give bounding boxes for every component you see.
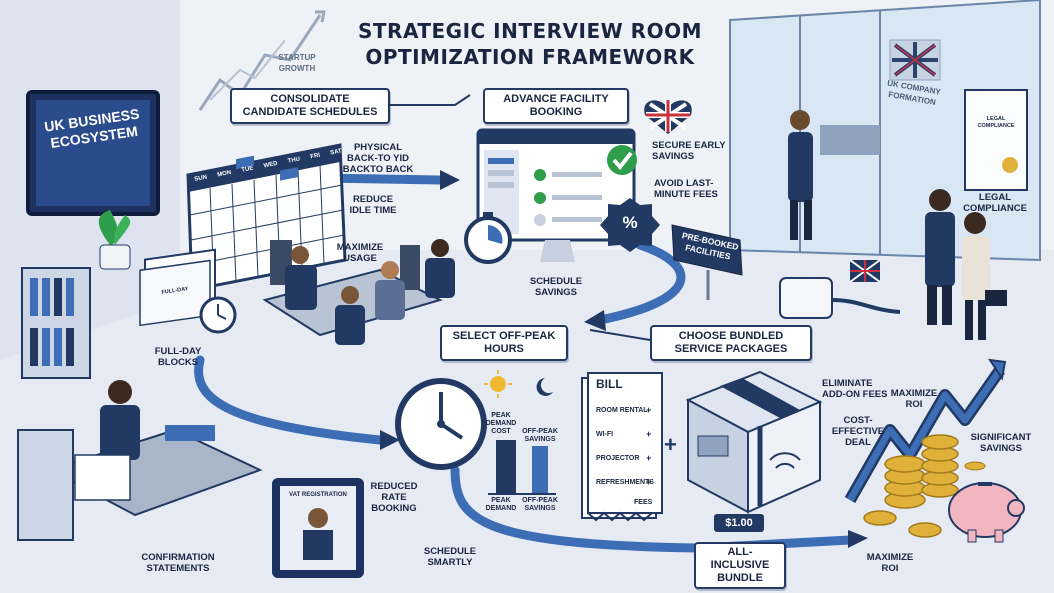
avoid-fees-label: AVOID LAST-MINUTE FEES xyxy=(654,178,718,200)
bill-item: PROJECTOR xyxy=(596,455,640,462)
booking-screen-icon xyxy=(476,128,636,262)
significant-savings-label: SIGNIFICANT SAVINGS xyxy=(970,432,1032,454)
step-bundled-packages: CHOOSE BUNDLED SERVICE PACKAGES xyxy=(650,325,812,361)
bill-footer: FEES xyxy=(634,499,653,506)
step-advance-booking: ADVANCE FACILITY BOOKING xyxy=(483,88,629,124)
bill-plus: + xyxy=(646,477,652,487)
tablet-icon xyxy=(272,478,364,578)
peak-demand-bar xyxy=(496,440,516,494)
business-people-icon xyxy=(788,110,1007,340)
full-day-label: FULL-DAY BLOCKS xyxy=(154,346,202,368)
price-badge: $1.00 xyxy=(714,514,764,532)
uk-flag-heart-icon xyxy=(644,100,692,134)
clock-icon xyxy=(199,296,237,334)
certificate-label: LEGAL COMPLIANCE xyxy=(977,116,1015,129)
peak-demand-bottom-label: PEAK DEMAND xyxy=(485,497,517,512)
package-box-icon xyxy=(685,370,823,514)
moon-icon xyxy=(536,378,553,396)
sun-icon xyxy=(484,370,512,398)
piggy-bank-icon xyxy=(948,461,1025,543)
reduce-idle-label: REDUCE IDLE TIME xyxy=(349,194,397,216)
maximize-usage-label: MAXIMIZE USAGE xyxy=(336,242,384,264)
percent-icon: % xyxy=(622,213,638,232)
document-stack-icon xyxy=(139,248,216,327)
certificate-icon xyxy=(964,89,1028,191)
title-line-1: STRATEGIC INTERVIEW ROOM xyxy=(358,19,702,43)
offpeak-savings-bottom-label: OFF-PEAK SAVINGS xyxy=(522,497,558,512)
step-offpeak-hours: SELECT OFF-PEAK HOURS xyxy=(440,325,568,361)
growth-label: STARTUP GROWTH xyxy=(278,53,316,73)
checkmark-icon xyxy=(607,145,637,175)
discount-badge-icon xyxy=(600,198,660,252)
growth-chart-icon xyxy=(198,10,326,111)
offpeak-savings-top-label: OFF-PEAK SAVINGS xyxy=(522,428,558,443)
schedule-savings-label: SCHEDULE SAVINGS xyxy=(529,276,583,298)
plus-sign: + xyxy=(664,432,677,457)
secure-savings-label: SECURE EARLY SAVINGS xyxy=(652,140,726,162)
coin-stack-icon xyxy=(863,434,959,538)
confirmation-statements-label: CONFIRMATION STATEMENTS xyxy=(141,552,215,574)
all-inclusive-bundle: ALL-INCLUSIVE BUNDLE xyxy=(694,542,786,589)
bill-plus: + xyxy=(646,429,652,439)
bill-item: REFRESHMENTS xyxy=(596,479,654,486)
maximize-roi-top-label: MAXIMIZE ROI xyxy=(890,388,938,410)
prebooked-sign-icon xyxy=(671,224,743,300)
legal-compliance-label: LEGAL COMPLIANCE xyxy=(963,192,1027,214)
maximize-roi-bottom-label: MAXIMIZE ROI xyxy=(866,552,914,574)
monitor-icon xyxy=(26,90,160,216)
schedule-smartly-label: SCHEDULE SMARTLY xyxy=(423,546,477,568)
page-title: STRATEGIC INTERVIEW ROOM OPTIMIZATION FR… xyxy=(300,18,760,70)
bill-plus: + xyxy=(646,453,652,463)
title-line-2: OPTIMIZATION FRAMEWORK xyxy=(365,45,695,69)
bill-item: WI-FI xyxy=(596,431,614,438)
bill: BILL ROOM RENTAL WI-FI PROJECTOR REFRESH… xyxy=(588,373,662,513)
meeting-table-icon xyxy=(262,239,455,345)
peak-demand-cost-label: PEAK DEMAND COST xyxy=(485,412,517,435)
power-plug-icon xyxy=(779,259,901,319)
wall-clock-icon xyxy=(395,378,487,470)
flow-arrows xyxy=(194,173,855,553)
eliminate-fees-label: ELIMINATE ADD-ON FEES xyxy=(822,378,888,400)
physical-back-to-back-label: PHYSICAL BACK-TO YID BACKTO BACK xyxy=(342,142,414,175)
stopwatch-icon xyxy=(464,212,512,264)
shelf-icon xyxy=(21,267,91,379)
roi-arrow-icon xyxy=(844,358,1007,503)
reduced-rate-label: REDUCED RATE BOOKING xyxy=(370,481,418,514)
bill-plus: + xyxy=(646,405,652,415)
bill-title: BILL xyxy=(596,377,623,391)
step-consolidate-schedules: CONSOLIDATE CANDIDATE SCHEDULES xyxy=(230,88,390,124)
office-desk-icon xyxy=(17,380,263,541)
cost-effective-label: COST-EFFECTIVE DEAL xyxy=(831,415,885,448)
bill-item: ROOM RENTAL xyxy=(596,407,648,414)
arrow-heads xyxy=(380,170,868,548)
bill-icon xyxy=(581,372,663,522)
peak-bar-chart xyxy=(488,440,556,495)
offpeak-savings-bar xyxy=(532,446,548,494)
vat-registration-label: VAT REGISTRATION xyxy=(289,492,347,498)
